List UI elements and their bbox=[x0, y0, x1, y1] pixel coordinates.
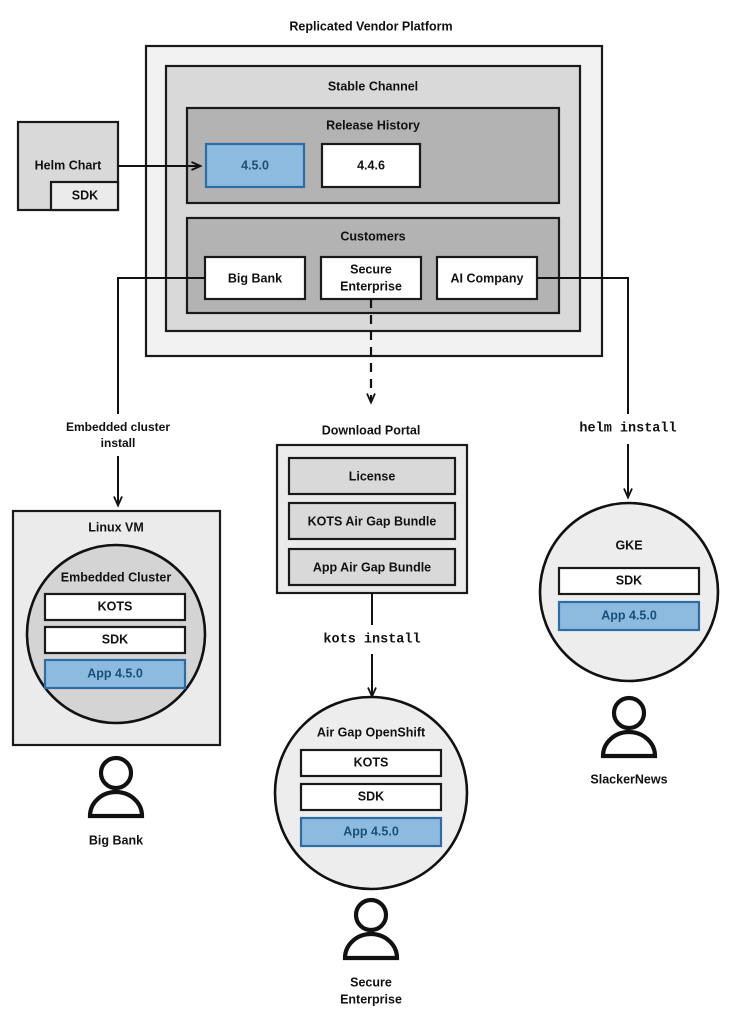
stable-channel-label: Stable Channel bbox=[328, 79, 418, 93]
release-4-5-0[interactable] bbox=[204, 142, 306, 189]
release-4-5-0-label: 4.5.0 bbox=[241, 158, 269, 172]
openshift-component-sdk-label: SDK bbox=[358, 789, 384, 803]
page-title: Replicated Vendor Platform bbox=[289, 19, 452, 33]
linux-vm-component-app-label: App 4.5.0 bbox=[87, 666, 143, 680]
customer-ai-company[interactable] bbox=[435, 255, 539, 301]
download-artifact-license[interactable] bbox=[287, 456, 457, 496]
download-artifact-app-air-gap-bundle-label: App Air Gap Bundle bbox=[313, 560, 431, 574]
linux-vm-component-sdk-label: SDK bbox=[102, 632, 128, 646]
customer-secure-enterprise-label-line2: Enterprise bbox=[340, 279, 402, 293]
secure-enterprise-customer-label-line1: Secure bbox=[350, 975, 392, 989]
gke-component-app[interactable] bbox=[557, 600, 701, 632]
linux-vm-label: Linux VM bbox=[88, 520, 144, 534]
download-portal-label: Download Portal bbox=[322, 423, 421, 437]
customer-big-bank-label: Big Bank bbox=[228, 271, 282, 285]
download-artifact-kots-air-gap-bundle[interactable] bbox=[287, 501, 457, 541]
connector-big-bank-to-linux-vm-upper bbox=[117, 277, 205, 414]
secure-enterprise-customer-label-line2: Enterprise bbox=[340, 992, 402, 1006]
embedded-cluster-label: Embedded Cluster bbox=[61, 570, 172, 584]
gke-component-sdk[interactable] bbox=[557, 566, 701, 596]
linux-vm-component-app[interactable] bbox=[43, 658, 187, 690]
big-bank-customer-label: Big Bank bbox=[89, 833, 143, 847]
customer-ai-company-label: AI Company bbox=[451, 271, 524, 285]
helm-chart-sdk-box[interactable] bbox=[49, 180, 120, 212]
slackernews-person-icon bbox=[600, 695, 658, 759]
customers-label: Customers bbox=[340, 229, 405, 243]
download-artifact-app-air-gap-bundle[interactable] bbox=[287, 547, 457, 587]
kots-install-label: kots install bbox=[323, 633, 420, 648]
secure-enterprise-person-icon bbox=[342, 897, 400, 961]
helm-install-label: helm install bbox=[579, 422, 676, 437]
connector-ai-company-to-gke-upper bbox=[537, 277, 629, 414]
linux-vm-component-kots-label: KOTS bbox=[98, 599, 133, 613]
openshift-component-app-label: App 4.5.0 bbox=[343, 824, 399, 838]
gke-component-sdk-label: SDK bbox=[616, 573, 642, 587]
openshift-component-kots[interactable] bbox=[299, 748, 443, 778]
release-history-label: Release History bbox=[326, 118, 420, 132]
customer-secure-enterprise-label-line1: Secure bbox=[350, 262, 392, 276]
gke-label: GKE bbox=[615, 538, 642, 552]
openshift-component-kots-label: KOTS bbox=[354, 755, 389, 769]
linux-vm-component-sdk[interactable] bbox=[43, 625, 187, 655]
embedded-cluster-install-label-line2: install bbox=[101, 436, 136, 450]
download-artifact-license-label: License bbox=[349, 469, 396, 483]
big-bank-person-icon bbox=[87, 755, 145, 819]
linux-vm-component-kots[interactable] bbox=[43, 592, 187, 622]
release-4-4-6-label: 4.4.6 bbox=[357, 158, 385, 172]
download-artifact-kots-air-gap-bundle-label: KOTS Air Gap Bundle bbox=[308, 514, 437, 528]
customer-big-bank[interactable] bbox=[203, 255, 307, 301]
slackernews-customer-label: SlackerNews bbox=[590, 772, 667, 786]
embedded-cluster-install-label-line1: Embedded cluster bbox=[66, 420, 170, 434]
gke-component-app-label: App 4.5.0 bbox=[601, 608, 657, 622]
customer-secure-enterprise[interactable] bbox=[319, 255, 423, 301]
release-4-4-6[interactable] bbox=[320, 142, 422, 189]
air-gap-openshift-label: Air Gap OpenShift bbox=[317, 725, 426, 739]
openshift-component-app[interactable] bbox=[299, 816, 443, 848]
helm-chart-sdk-label: SDK bbox=[72, 188, 98, 202]
helm-chart-label: Helm Chart bbox=[35, 158, 103, 172]
openshift-component-sdk[interactable] bbox=[299, 782, 443, 812]
